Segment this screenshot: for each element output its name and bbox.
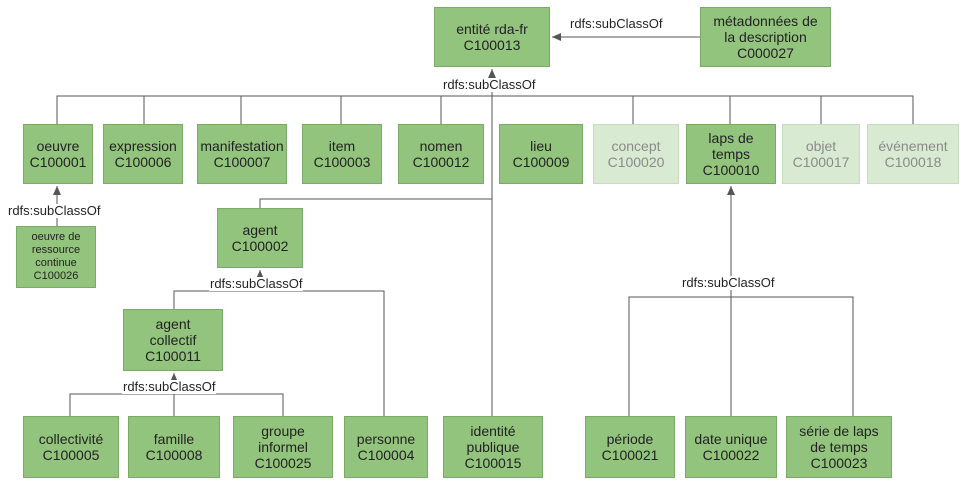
edge-agent-bus	[173, 290, 385, 416]
node-label-line: C100022	[702, 447, 760, 463]
edge-main-bus	[56, 95, 914, 124]
node-label-line: C100025	[254, 455, 312, 471]
node-label-line: C100006	[114, 154, 172, 170]
edge-agent-to-trunk	[259, 198, 492, 208]
node-label-line: C100002	[231, 238, 289, 254]
node-label-line: agent	[242, 222, 278, 238]
node-label-line: C100003	[313, 154, 371, 170]
node-label-line: manifestation	[200, 138, 284, 154]
node-label-line: C100018	[884, 154, 942, 170]
node-label-line: C100004	[357, 447, 415, 463]
node-label-line: C100001	[29, 154, 87, 170]
node-label-line: C100013	[463, 37, 521, 53]
node-label-line: série de laps	[799, 423, 879, 439]
edge-label-agent: rdfs:subClassOf	[209, 276, 304, 291]
node-label-line: item	[328, 138, 356, 154]
node-label-line: continue	[35, 257, 77, 269]
node-label-line: C100015	[464, 455, 522, 471]
node-label-line: date unique	[694, 431, 768, 447]
node-label-line: C100009	[512, 154, 570, 170]
node-label-line: C100021	[601, 447, 659, 463]
node-label-line: C100012	[412, 154, 470, 170]
node-label-line: ressource	[31, 244, 81, 256]
node-label-line: nomen	[419, 138, 463, 154]
node-label-line: oeuvre	[36, 138, 80, 154]
node-label-line: laps de	[708, 130, 754, 146]
node-label-line: lieu	[530, 138, 552, 154]
node-label-line: oeuvre de	[31, 231, 81, 243]
node-label-line: collectivité	[38, 431, 104, 447]
node-label-line: la description	[724, 29, 807, 45]
node-label-line: famille	[153, 431, 195, 447]
edge-label-main: rdfs:subClassOf	[442, 77, 537, 92]
node-label-line: personne	[356, 431, 416, 447]
edge-label-collectif: rdfs:subClassOf	[122, 379, 217, 394]
node-label-line: de temps	[810, 439, 868, 455]
node-label-line: période	[606, 431, 654, 447]
node-label-line: C100020	[607, 154, 665, 170]
node-label-line: collectif	[149, 332, 197, 348]
node-label-line: événement	[878, 138, 948, 154]
node-label-line: C100005	[42, 447, 100, 463]
node-label-line: C100008	[145, 447, 203, 463]
node-label-line: entité rda-fr	[456, 21, 528, 37]
edge-label-meta: rdfs:subClassOf	[569, 16, 664, 31]
node-label-line: métadonnées de	[713, 13, 818, 29]
node-label-line: expression	[109, 138, 177, 154]
node-label-line: C100026	[33, 270, 79, 282]
node-label-line: C000027	[737, 45, 794, 61]
node-label-line: C100007	[213, 154, 271, 170]
node-label-line: temps	[711, 146, 751, 162]
edge-collectif-bus	[69, 393, 284, 416]
node-label-line: identité	[470, 423, 516, 439]
node-label-line: informel	[258, 439, 308, 455]
node-label-line: publique	[466, 439, 520, 455]
node-label-line: C100017	[792, 154, 850, 170]
node-label-line: objet	[805, 138, 837, 154]
node-label-line: C100010	[702, 162, 760, 178]
node-label-line: C100023	[810, 455, 868, 471]
node-label-line: groupe	[261, 423, 305, 439]
node-label-line: agent	[155, 316, 191, 332]
node-label-line: C100011	[145, 348, 201, 364]
edge-laps-bus	[628, 296, 854, 416]
edge-label-oeuvre: rdfs:subClassOf	[7, 203, 102, 218]
edge-label-laps: rdfs:subClassOf	[681, 275, 776, 290]
node-label-line: concept	[611, 138, 661, 154]
